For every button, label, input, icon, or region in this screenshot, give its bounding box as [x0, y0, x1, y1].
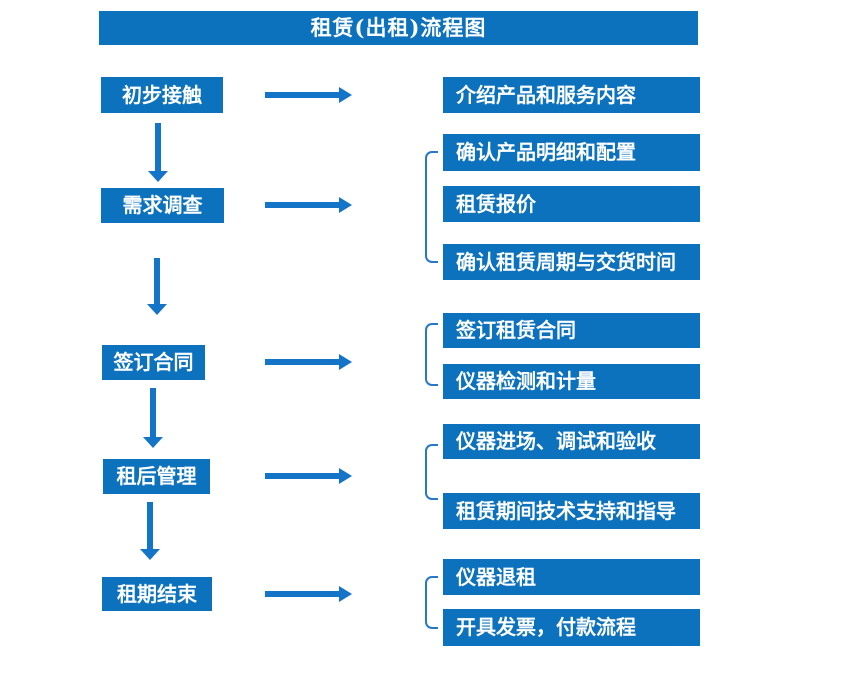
- detail-box: 仪器检测和计量: [443, 364, 700, 399]
- bracket-connector: [425, 444, 438, 500]
- arrow-down-icon: [143, 388, 163, 448]
- arrow-right-icon: [265, 586, 352, 602]
- arrow-down-icon: [140, 502, 160, 560]
- arrow-down-icon: [147, 258, 167, 315]
- detail-box: 确认租赁周期与交货时间: [443, 244, 700, 280]
- detail-box: 租赁报价: [443, 186, 700, 222]
- arrow-right-icon: [265, 87, 352, 103]
- bracket-connector: [425, 323, 438, 386]
- flowchart-title: 租赁(出租)流程图: [99, 11, 698, 45]
- detail-box: 租赁期间技术支持和指导: [443, 493, 700, 529]
- stage-box-demand-survey: 需求调查: [101, 188, 224, 223]
- bracket-connector: [425, 576, 438, 629]
- stage-box-initial-contact: 初步接触: [101, 77, 223, 113]
- detail-box: 仪器进场、调试和验收: [443, 424, 700, 459]
- arrow-right-icon: [265, 197, 352, 213]
- arrow-down-icon: [148, 123, 168, 182]
- arrow-right-icon: [265, 354, 352, 370]
- stage-box-rental-end: 租期结束: [102, 577, 212, 611]
- detail-box: 仪器退租: [443, 559, 700, 595]
- bracket-connector: [425, 151, 438, 263]
- detail-box: 确认产品明细和配置: [443, 134, 700, 171]
- arrow-right-icon: [265, 468, 352, 484]
- detail-box: 开具发票，付款流程: [443, 609, 700, 646]
- stage-box-post-rental-mgmt: 租后管理: [103, 459, 210, 494]
- stage-box-sign-contract: 签订合同: [102, 345, 205, 380]
- detail-box: 介绍产品和服务内容: [443, 77, 700, 113]
- detail-box: 签订租赁合同: [443, 313, 700, 348]
